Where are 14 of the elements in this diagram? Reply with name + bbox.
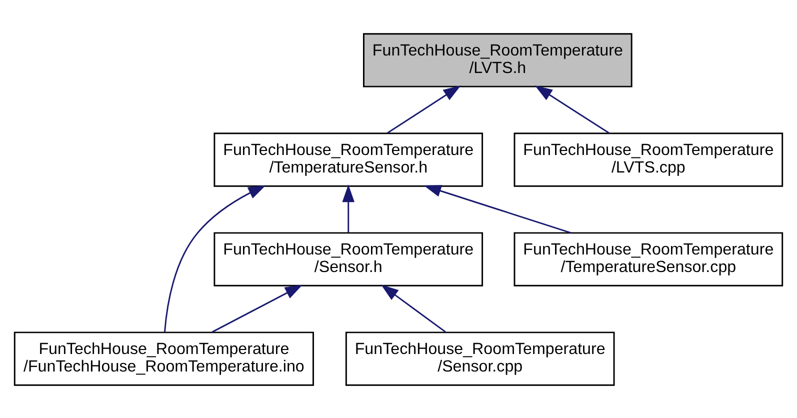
arrow — [164, 184, 266, 332]
node-box: FunTechHouse_RoomTemperature /Sensor.cpp — [345, 331, 615, 386]
arrow — [212, 284, 303, 332]
arrow — [380, 284, 446, 332]
node-box: FunTechHouse_RoomTemperature /TemperatureSensor.cpp — [514, 232, 784, 286]
node-box: FunTechHouse_RoomTemperature /TemperatureSensor.h — [214, 132, 484, 186]
node-box: FunTechHouse_RoomTemperature /LVTS.cpp — [514, 132, 784, 186]
arrow — [342, 184, 355, 232]
arrow — [424, 184, 571, 233]
node-box: FunTechHouse_RoomTemperature /Sensor.h — [214, 232, 484, 286]
arrow — [534, 84, 610, 134]
node-box: FunTechHouse_RoomTemperature /LVTS.h — [363, 32, 632, 87]
arrow — [386, 84, 461, 134]
node-box: FunTechHouse_RoomTemperature /FunTechHouse_RoomTemperature.ino — [14, 331, 314, 386]
